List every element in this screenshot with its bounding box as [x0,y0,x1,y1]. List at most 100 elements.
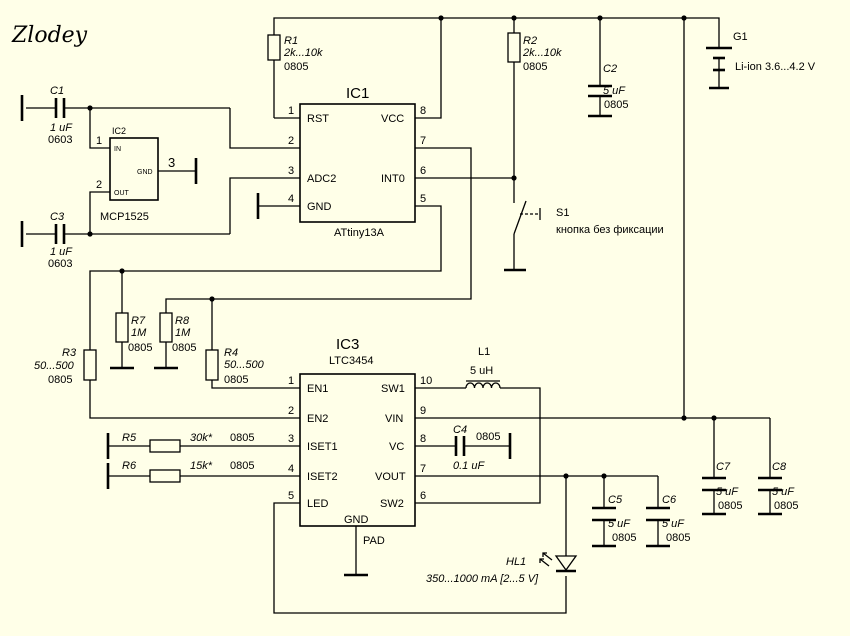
r1-ref: R1 [284,35,298,47]
ic1-part: ATtiny13A [334,227,385,239]
ic1-pin-name: RST [307,113,329,125]
ic3-pin-num: 4 [288,463,294,475]
c2-ref: C2 [603,63,617,75]
r4-ref: R4 [224,347,238,359]
c6-value: 5 uF [662,518,685,530]
r2-ref: R2 [523,35,537,47]
ic3-part: LTC3454 [329,355,373,367]
ic2-pin-name: IN [114,146,121,153]
resistor-r1: R1 2k...10k 0805 [267,34,323,73]
c4-package: 0805 [476,431,500,443]
ic3-name: IC3 [336,336,359,353]
r7-value: 1M [131,327,147,339]
capacitor-c8: C8 5 uF 0805 [758,461,798,512]
ic2-pin-num: 2 [96,179,102,191]
ic3-pin-num: 10 [420,375,432,387]
ic1-pin-name: VCC [381,113,404,125]
ic2-part: MCP1525 [100,211,149,223]
author-signature: Zlodey [11,23,88,48]
r4-value: 50...500 [224,359,265,371]
c6-package: 0805 [666,532,690,544]
ic3-pin-name: SW1 [381,383,405,395]
ic3-pin-num: 8 [420,433,426,445]
c8-value: 5 uF [772,486,795,498]
r8-value: 1M [175,327,191,339]
c4-ref: C4 [453,424,467,436]
ic1-pin-num: 3 [288,165,294,177]
c3-package: 0603 [48,258,72,270]
c7-value: 5 uF [716,486,739,498]
ic3-pin-name: EN2 [307,413,328,425]
ic3-pin-num: 6 [420,490,426,502]
c5-package: 0805 [612,532,636,544]
r6-ref: R6 [122,460,137,472]
ic3-pin-num: 3 [288,433,294,445]
r7-ref: R7 [131,315,146,327]
r3-package: 0805 [48,374,72,386]
ic3-pin-name: EN1 [307,383,328,395]
ic2-name: IC2 [112,126,126,136]
r1-package: 0805 [284,61,308,73]
ic3-pin-name: VC [389,441,404,453]
l1-value: 5 uH [470,365,493,377]
ic3-pin-name: VIN [385,413,403,425]
c2-value: 5 uF [603,85,626,97]
capacitor-c6: C6 5 uF 0805 [646,494,690,544]
ic2-pin-num: 1 [96,135,102,147]
c3-value: 1 uF [50,246,73,258]
ic3-ltc3454: IC3 LTC3454 GND PAD 1 EN1 2 EN2 3 ISET1 … [288,336,432,547]
resistor-r3: R3 50...500 0805 [34,347,97,386]
r3-value: 50...500 [34,360,75,372]
l1-ref: L1 [478,346,490,358]
resistor-r2: R2 2k...10k 0805 [507,32,562,73]
s1-ref: S1 [556,207,569,219]
capacitor-c2: C2 5 uF 0805 [588,63,628,111]
ic1-pin-num: 7 [420,135,426,147]
c8-package: 0805 [774,500,798,512]
hl1-desc: 350...1000 mA [2...5 V] [426,573,539,585]
resistor-r6: R6 15k* 0805 [122,460,254,483]
g1-ref: G1 [733,31,748,43]
ic1-pin-num: 1 [288,105,294,117]
resistor-r5: R5 30k* 0805 [122,432,254,453]
ic3-pin-name: VOUT [375,471,406,483]
ic2-mcp1525: IC2 1 IN 2 OUT 3 GND MCP1525 [96,126,175,223]
ic1-pin-num: 5 [420,193,426,205]
battery-g1: G1 Li-ion 3.6...4.2 V [706,31,816,73]
ic1-pin-num: 4 [288,193,294,205]
c1-ref: C1 [50,85,64,97]
ic3-pin-num: 5 [288,490,294,502]
ic3-pin-num: 7 [420,463,426,475]
wires [26,17,771,614]
ic1-pin-name: GND [307,201,332,213]
ic1-pin-num: 6 [420,165,426,177]
r7-package: 0805 [128,342,152,354]
ic3-pin-name: LED [307,498,328,510]
ic3-pin-num: 9 [420,405,426,417]
c7-ref: C7 [716,461,731,473]
led-hl1: HL1 350...1000 mA [2...5 V] [426,552,578,585]
r3-ref: R3 [62,347,77,359]
capacitor-c7: C7 5 uF 0805 [702,461,742,512]
r6-value: 15k* [190,460,213,472]
ic1-pin-num: 8 [420,105,426,117]
resistor-r4: R4 50...500 0805 [205,347,265,386]
ic3-pin-name: ISET2 [307,471,338,483]
ic3-gnd-label: GND [344,514,369,526]
ic1-attiny13a: IC1 ATtiny13A 1 RST 2 3 ADC2 4 GND 8 VCC… [288,85,426,239]
c3-ref: C3 [50,211,65,223]
r2-value: 2k...10k [522,47,562,59]
capacitor-c4: C4 0.1 uF 0805 [453,424,500,472]
ic3-pin-num: 2 [288,405,294,417]
c1-package: 0603 [48,134,72,146]
r1-value: 2k...10k [283,47,323,59]
resistor-r7: R7 1M 0805 [115,312,152,354]
resistor-r8: R8 1M 0805 [159,312,196,354]
r2-package: 0805 [523,61,547,73]
switch-s1: S1 кнопка без фиксации [513,198,664,238]
ic2-pin-name: GND [137,169,153,176]
ic2-pin-num: 3 [168,155,175,170]
s1-desc: кнопка без фиксации [556,224,664,236]
ic2-pin-name: OUT [114,190,130,197]
